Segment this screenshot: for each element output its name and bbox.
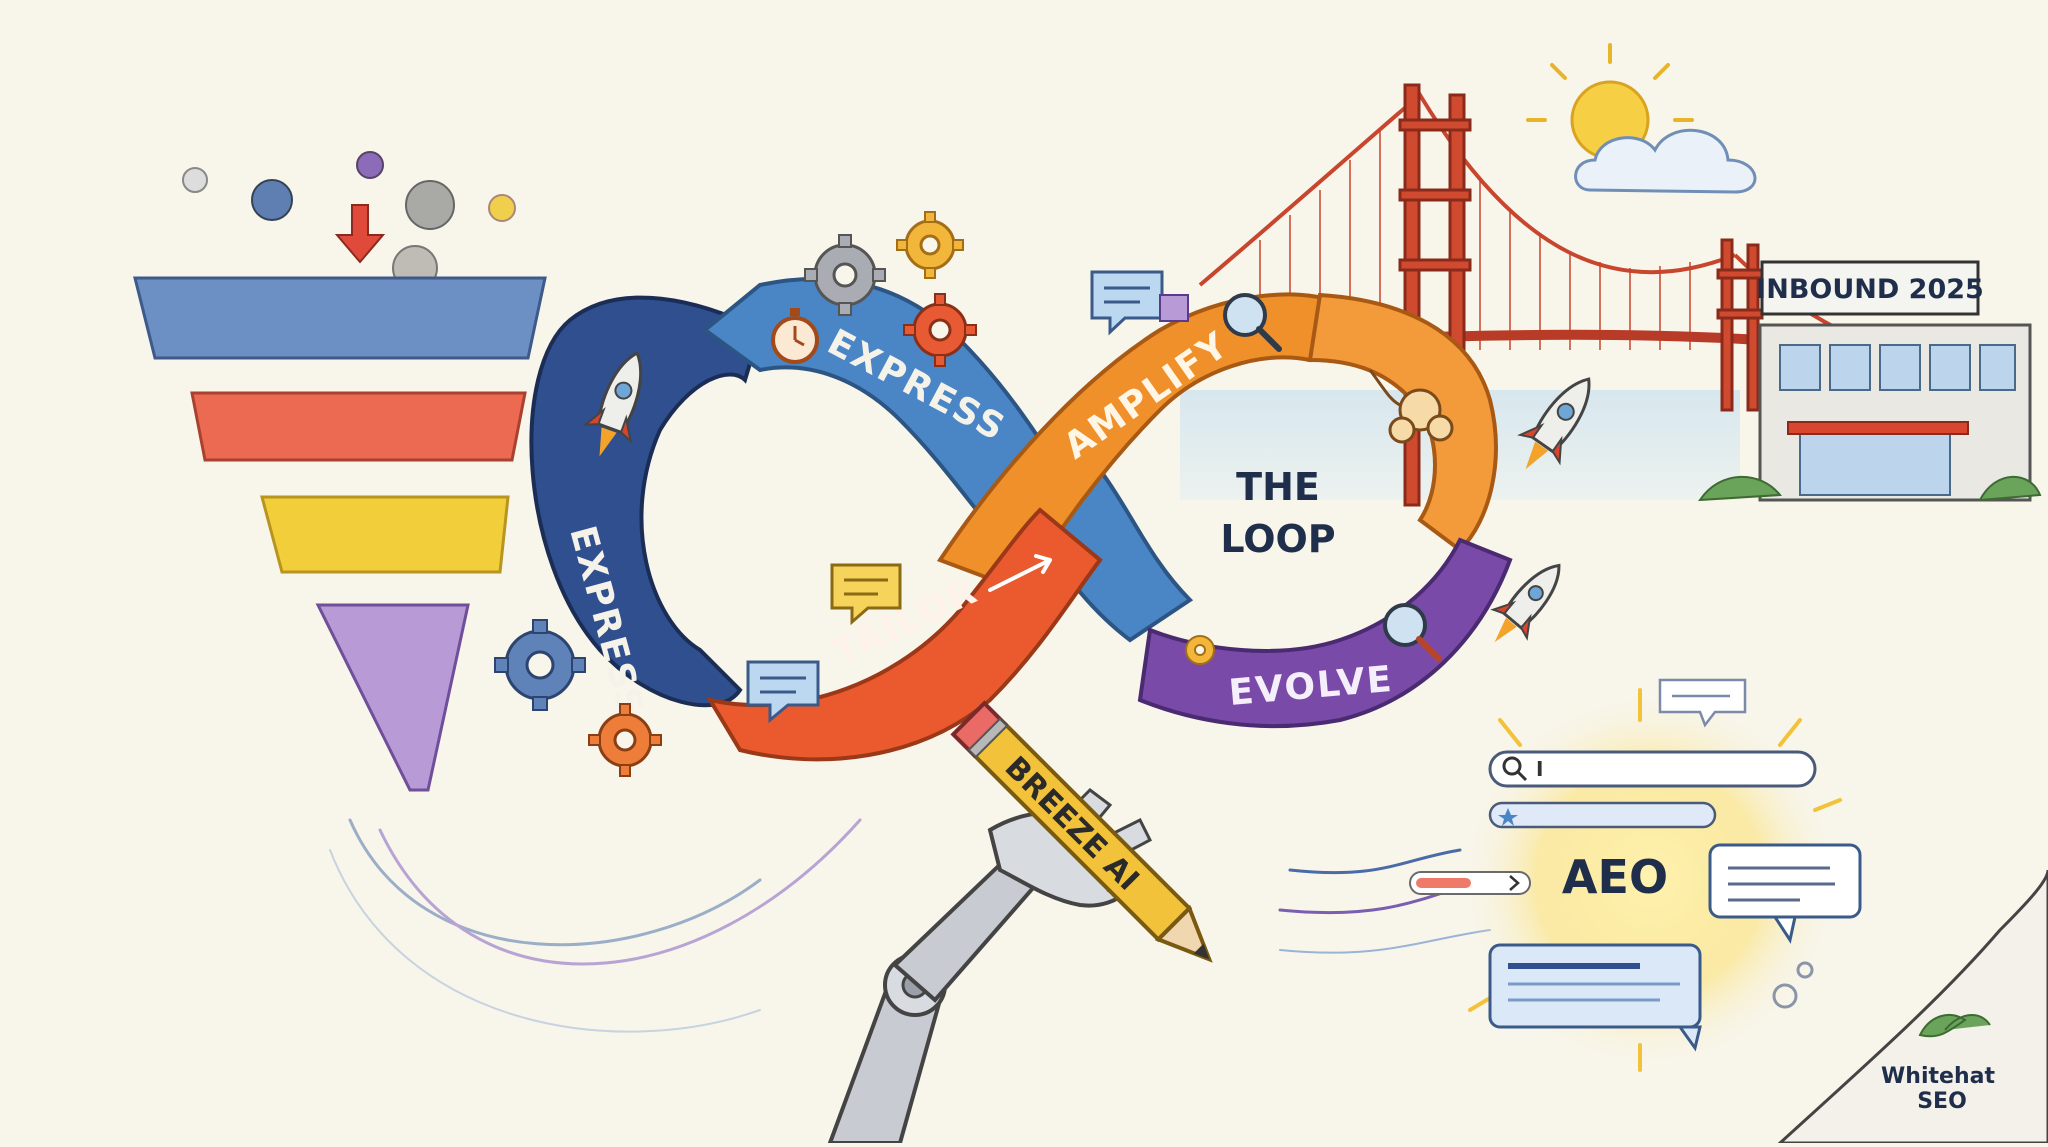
funnel-layer-red bbox=[190, 391, 527, 462]
funnel-input-dots bbox=[182, 151, 516, 291]
search-bar-text: I bbox=[1536, 757, 1543, 781]
whitehat-seo-logo: Whitehat SEO bbox=[1881, 1014, 1995, 1114]
funnel-layer-purple bbox=[315, 603, 470, 792]
progress-input-bar bbox=[1409, 871, 1531, 895]
chat-bubble-icon bbox=[746, 660, 820, 724]
funnel-layer-blue bbox=[133, 276, 547, 360]
rocket-icon bbox=[1490, 563, 1561, 643]
magnifier-icon bbox=[1383, 603, 1442, 662]
loop-title-line2: LOOP bbox=[1220, 517, 1335, 561]
gear-icon bbox=[494, 619, 586, 711]
logo-line1: Whitehat bbox=[1881, 1064, 1995, 1089]
building-sign-board bbox=[1760, 260, 1980, 316]
bridge-tower-small bbox=[1716, 238, 1764, 412]
idea-doodle-icon bbox=[1368, 369, 1454, 444]
rocket-icon bbox=[1517, 377, 1591, 470]
loop-title-line1: THE bbox=[1236, 465, 1320, 509]
gear-icon bbox=[903, 293, 977, 367]
loop-segment-evolve bbox=[1137, 537, 1513, 729]
gear-icon bbox=[1185, 635, 1215, 665]
cloud-icon bbox=[1574, 128, 1757, 194]
aeo-label: AEO bbox=[1562, 850, 1668, 904]
dots-decoration bbox=[1772, 961, 1814, 1009]
loop-segment-express-left bbox=[529, 295, 763, 708]
rocket-icon bbox=[582, 350, 642, 457]
chevron-right-icon bbox=[1509, 875, 1520, 891]
answer-card-bottom bbox=[1488, 943, 1702, 1052]
down-arrow-icon bbox=[334, 204, 386, 264]
the-loop-infinity: EXPRESS EXPRESS AMPLIFY TAILOR EVOLVE TH… bbox=[529, 276, 1513, 762]
logo-line2: SEO bbox=[1917, 1089, 1967, 1114]
gear-icon bbox=[588, 703, 662, 777]
gear-icon bbox=[804, 234, 886, 316]
arrow-icon bbox=[988, 554, 1052, 592]
chat-bubble-icon bbox=[1658, 678, 1747, 728]
search-icon bbox=[1502, 756, 1528, 782]
sparkle-icon bbox=[1498, 808, 1518, 826]
page-curl bbox=[1776, 869, 2048, 1145]
leaf-icon bbox=[1918, 1014, 1991, 1038]
input-bar bbox=[1488, 801, 1717, 829]
chat-bubble-icon bbox=[830, 563, 902, 626]
funnel-layer-yellow bbox=[260, 495, 510, 574]
loop-segment-tailor bbox=[705, 507, 1103, 762]
stopwatch-icon bbox=[771, 308, 819, 364]
motion-lines bbox=[329, 818, 1491, 1033]
aeo-panel: I AEO bbox=[1409, 678, 1862, 1072]
sky-decoration bbox=[1526, 43, 1757, 194]
gear-icon bbox=[896, 211, 964, 279]
inbound-building: INBOUND 2025 bbox=[1698, 260, 2042, 502]
marketing-funnel bbox=[133, 151, 547, 792]
answer-card-right bbox=[1708, 843, 1862, 944]
building-sign-text: INBOUND 2025 bbox=[1756, 274, 1984, 305]
magnifier-icon bbox=[1223, 293, 1282, 352]
chat-bubble-icon bbox=[1090, 270, 1189, 336]
search-bar: I bbox=[1488, 750, 1817, 788]
